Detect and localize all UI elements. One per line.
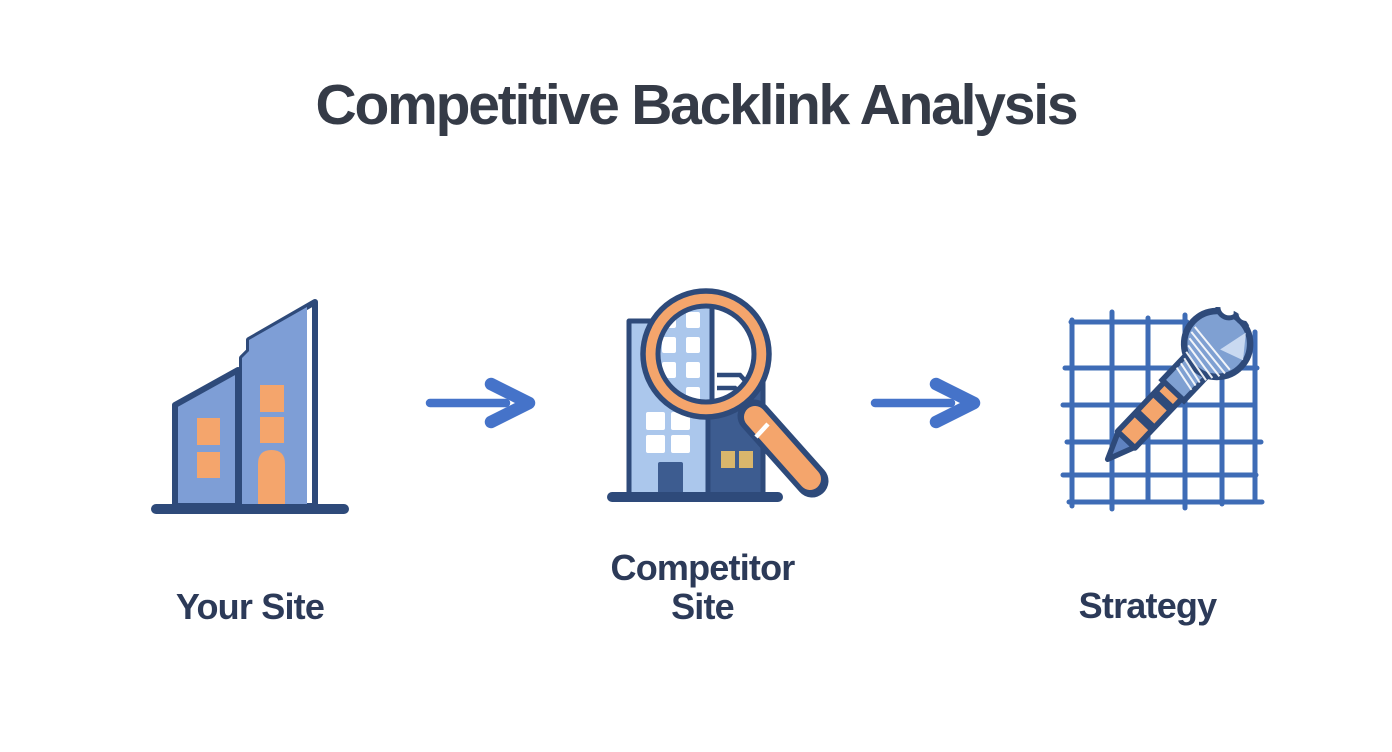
left-building <box>172 367 241 509</box>
arrow-right-icon <box>425 377 536 429</box>
stage-label-your-site: Your Site <box>175 586 325 627</box>
building-magnifier-icon <box>607 288 829 502</box>
arrow-right-icon <box>870 377 981 429</box>
buildings-icon <box>151 299 349 514</box>
magnifier-handle <box>737 399 829 498</box>
diagram-title: Competitive Backlink Analysis <box>315 73 1079 137</box>
magnifier-lens <box>640 288 772 420</box>
right-building <box>239 299 318 509</box>
stage-label-strategy: Strategy <box>1078 585 1217 626</box>
stage-label-competitor-site: Competitor Site <box>610 547 796 627</box>
pen-hatching <box>1175 326 1231 391</box>
grid-pen-icon <box>1060 296 1265 512</box>
